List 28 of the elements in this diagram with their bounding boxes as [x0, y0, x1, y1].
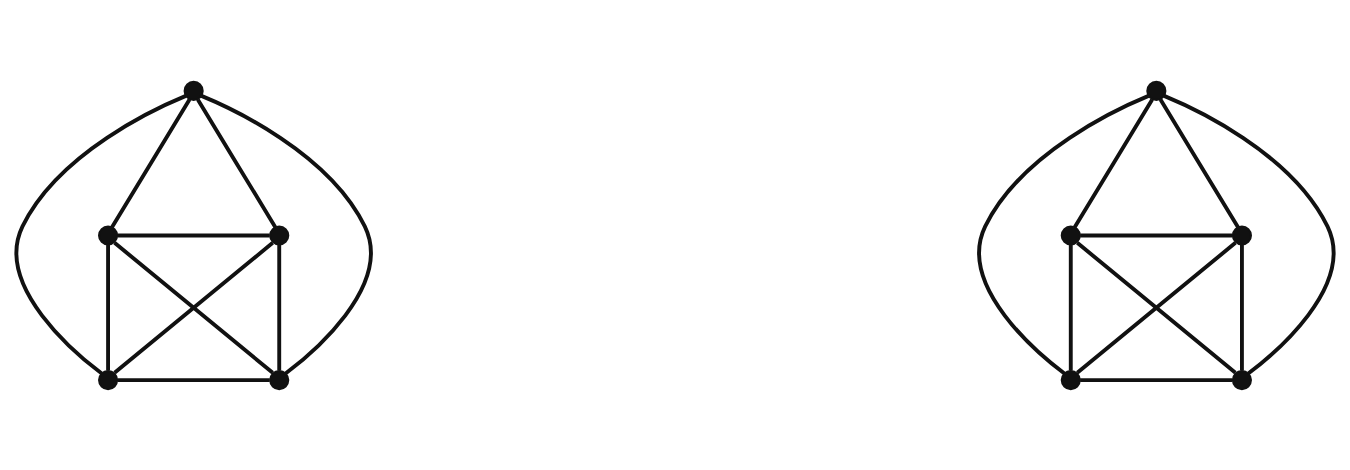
connector	[1068, 244, 1073, 371]
connector	[1080, 377, 1233, 382]
node-circle	[183, 80, 204, 101]
connector	[277, 244, 282, 371]
connector	[196, 98, 277, 228]
connector	[110, 98, 192, 228]
connector	[1158, 98, 1240, 228]
node-circle	[269, 369, 290, 390]
node-circle	[98, 369, 119, 390]
connector	[1080, 233, 1233, 237]
node-circle	[1231, 224, 1252, 246]
connector	[200, 93, 373, 375]
node-circle	[1060, 369, 1081, 390]
connector	[1239, 244, 1244, 371]
node-circle	[269, 224, 290, 246]
node-circle	[1146, 80, 1167, 101]
connector	[113, 240, 274, 374]
node-circle	[1231, 369, 1252, 390]
connector	[117, 377, 270, 382]
connector	[106, 244, 111, 371]
connector	[1076, 240, 1237, 374]
connector	[117, 233, 270, 237]
connector	[1073, 98, 1154, 228]
connector	[14, 93, 187, 375]
node-circle	[98, 224, 119, 246]
connector	[1163, 93, 1336, 375]
node-circle	[1060, 224, 1081, 246]
connector	[977, 93, 1150, 375]
